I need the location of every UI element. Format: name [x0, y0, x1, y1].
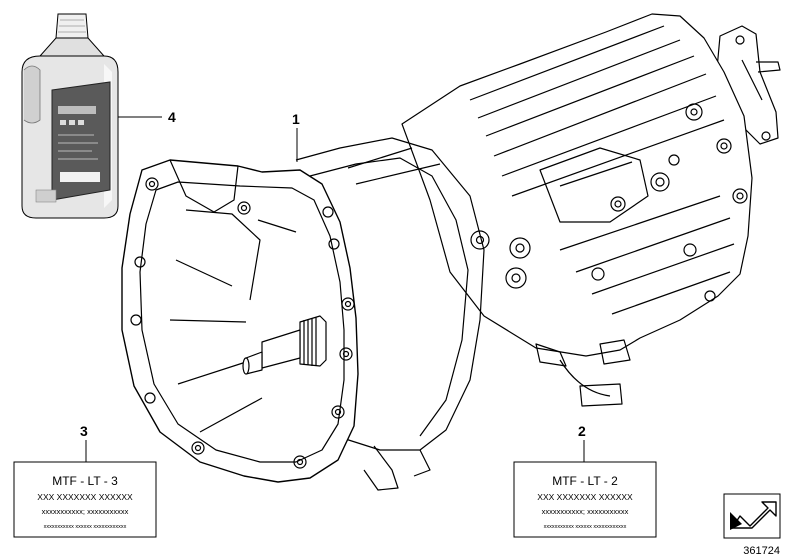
- label-3-line-1: XXX XXXXXXX XXXXXX: [37, 492, 133, 502]
- diagram-number: 361724: [743, 545, 780, 557]
- label-3-title: MTF - LT - 3: [52, 474, 118, 488]
- label-2-line-2: xxxxxxxxxxx; xxxxxxxxxxx: [542, 507, 629, 516]
- label-2-title: MTF - LT - 2: [552, 474, 618, 488]
- label-2-line-3: xxxxxxxxxxx xxxxxx xxxxxxxxxxxx: [544, 524, 627, 530]
- callout-4: 4: [168, 109, 176, 125]
- callout-2: 2: [578, 423, 586, 439]
- leader-lines: [85, 116, 585, 462]
- label-2-line-1: XXX XXXXXXX XXXXXX: [537, 492, 633, 502]
- callout-1: 1: [292, 111, 300, 127]
- callout-3: 3: [80, 423, 88, 439]
- label-mtf-lt-3[interactable]: MTF - LT - 3 XXX XXXXXXX XXXXXX xxxxxxxx…: [13, 461, 157, 538]
- manual-transmission-illustration[interactable]: [121, 13, 781, 491]
- label-3-line-3: xxxxxxxxxxx xxxxxx xxxxxxxxxxxx: [44, 524, 127, 530]
- label-mtf-lt-2[interactable]: MTF - LT - 2 XXX XXXXXXX XXXXXX xxxxxxxx…: [513, 461, 657, 538]
- label-3-line-2: xxxxxxxxxxx; xxxxxxxxxxx: [42, 507, 129, 516]
- bmw-diagram-arrow-icon: [723, 493, 781, 539]
- oil-bottle-icon[interactable]: [21, 13, 119, 219]
